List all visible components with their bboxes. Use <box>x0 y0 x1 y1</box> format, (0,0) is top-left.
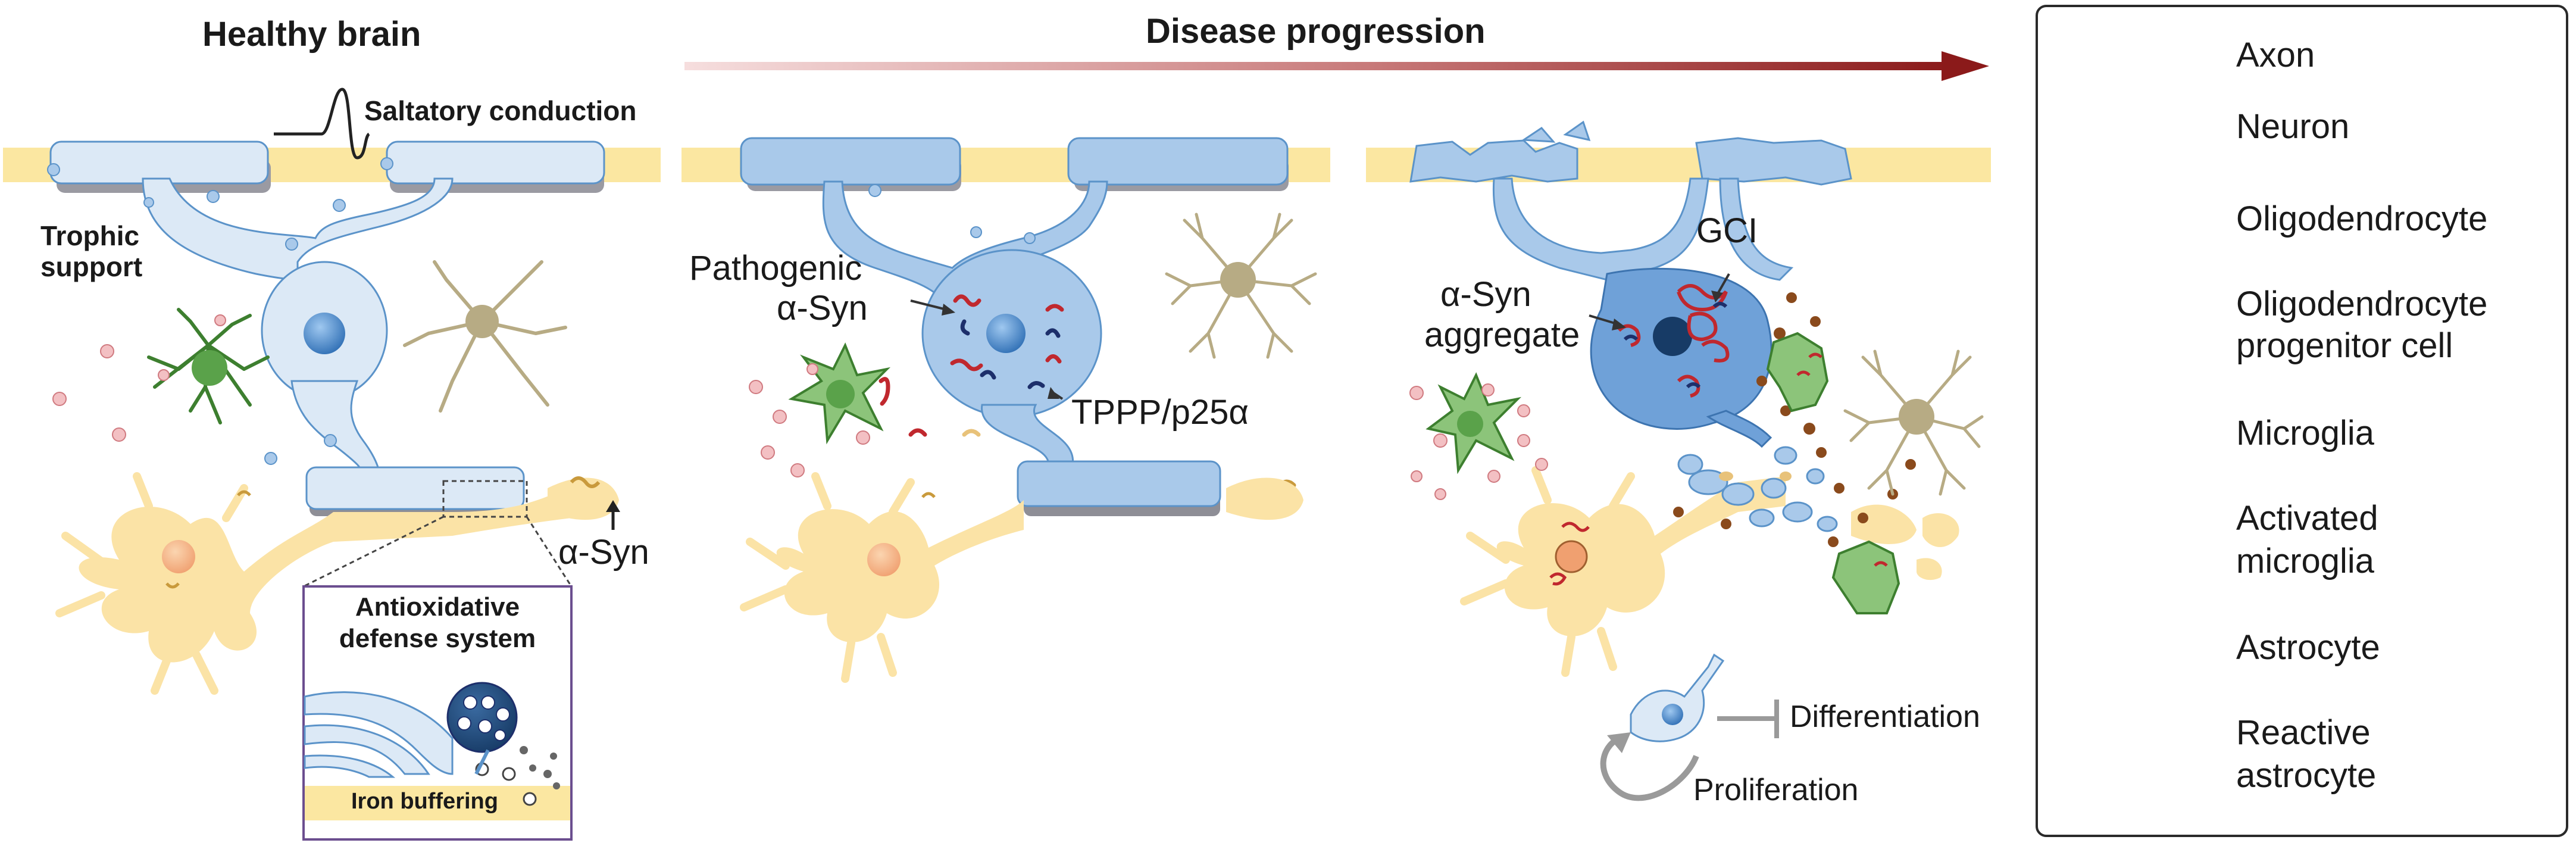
pathogenic-asyn-label-line1: Pathogenic <box>689 249 862 288</box>
action-potential-icon <box>274 88 370 160</box>
legend-microglia-label: Microglia <box>2236 414 2375 452</box>
legend-reactive-astrocyte-label-line1: Reactive <box>2236 713 2371 752</box>
legend-activated-microglia-label-line2: microglia <box>2236 542 2375 580</box>
legend-box <box>2036 5 2568 837</box>
reactive-astrocyte <box>1843 349 1984 496</box>
oligodendrocyte-nucleus <box>304 313 345 354</box>
proliferation-label: Proliferation <box>1693 773 1859 807</box>
legend-axon-label: Axon <box>2236 36 2315 74</box>
asyn-aggregate-label-line2: aggregate <box>1424 316 1580 354</box>
asyn-label: α-Syn <box>558 533 649 572</box>
differentiation-inhibition-arrow <box>1717 700 1779 738</box>
disease-progression-title: Disease progression <box>1146 12 1486 51</box>
astrocyte <box>403 260 567 413</box>
opc-cell <box>1630 653 1725 742</box>
legend-reactive-astrocyte-label-line2: astrocyte <box>2236 756 2377 795</box>
legend-neuron-label: Neuron <box>2236 107 2350 146</box>
neuron <box>740 472 1303 683</box>
neuron-nucleus <box>162 540 195 573</box>
reactive-astrocyte <box>1165 213 1317 359</box>
healthy-brain-title: Healthy brain <box>202 15 421 54</box>
trophic-support-label-line1: Trophic <box>40 220 140 251</box>
proliferation-cycle-arrow <box>1600 735 1699 801</box>
healthy-panel <box>3 88 661 841</box>
pathogenic-asyn-label-line2: α-Syn <box>777 289 868 327</box>
pink-dots <box>52 314 226 442</box>
activated-microglia <box>1831 540 1900 614</box>
asyn-aggregate-label-line1: α-Syn <box>1440 275 1531 314</box>
neuron <box>1460 466 1959 677</box>
damaged-myelin <box>1409 139 1578 183</box>
legend-opc-label-line2: progenitor cell <box>2236 326 2453 365</box>
differentiation-label: Differentiation <box>1790 700 1980 734</box>
myelin-debris <box>1677 446 1838 532</box>
pathogenic-asyn <box>879 294 1296 488</box>
trophic-factor-dots <box>868 184 1036 244</box>
legend-astrocyte-label: Astrocyte <box>2236 628 2380 667</box>
activated-microglia <box>1766 332 1829 413</box>
progression-arrow <box>684 51 1989 81</box>
disease-panel-late <box>1366 120 1991 801</box>
iron-dots <box>1673 292 1916 547</box>
iron-buffering-label: Iron buffering <box>351 789 498 814</box>
trophic-factor-dots <box>47 157 393 465</box>
pink-dots <box>1409 383 1548 500</box>
trophic-support-label-line2: support <box>40 251 143 282</box>
zoom-box <box>442 480 528 518</box>
pink-dots <box>749 363 870 477</box>
inset-title-line2: defense system <box>339 624 536 653</box>
neuron <box>55 472 571 695</box>
legend-activated-microglia-label-line1: Activated <box>2236 499 2378 538</box>
antioxidative-inset <box>302 585 573 841</box>
saltatory-conduction-label: Saltatory conduction <box>364 95 637 126</box>
oligodendrocyte <box>142 177 454 281</box>
tppp-label: TPPP/p25α <box>1071 393 1249 432</box>
gci-label: GCI <box>1696 211 1758 250</box>
legend-opc-label-line1: Oligodendrocyte <box>2236 285 2488 323</box>
legend-oligodendrocyte-label: Oligodendrocyte <box>2236 199 2488 238</box>
inset-title-line1: Antioxidative <box>355 592 520 622</box>
disease-panel-early <box>681 137 1330 683</box>
asyn-fibril <box>570 476 601 488</box>
